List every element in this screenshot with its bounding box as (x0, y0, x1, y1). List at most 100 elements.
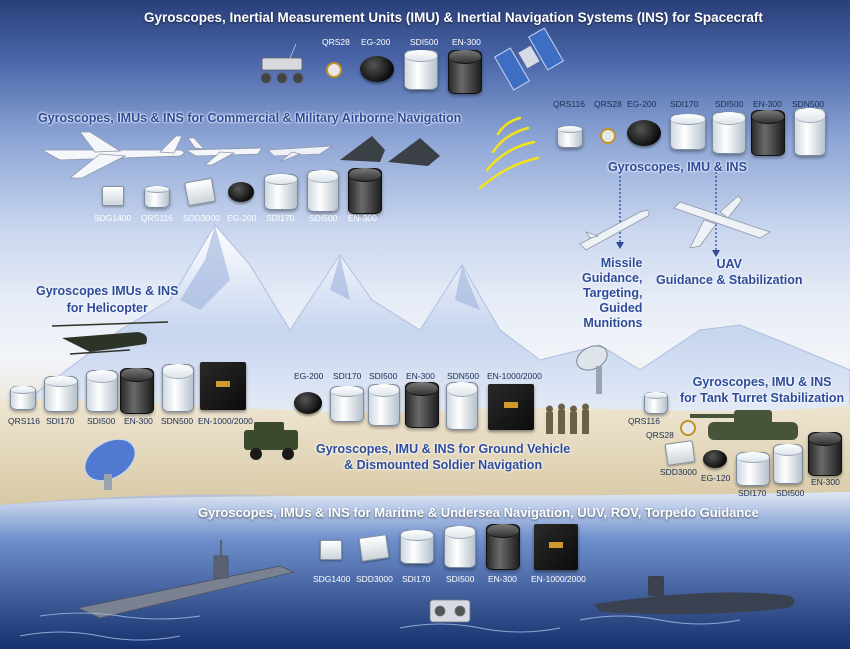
sdi170-sensor (44, 376, 78, 412)
title-gyros-right: Gyroscopes, IMU & INS (608, 160, 747, 174)
business-jet-icon (184, 137, 263, 166)
eg120-sensor (703, 450, 727, 468)
label-ground-3: EN-300 (406, 371, 435, 381)
sdn500-sensor (794, 108, 826, 156)
en300-sensor (448, 50, 482, 94)
ground-line-1: Gyroscopes, IMU & INS for Ground Vehicle (316, 442, 571, 456)
label-tank-0: QRS116 (628, 416, 660, 426)
label-sea-4: EN-300 (488, 574, 517, 584)
uav-icon (673, 195, 771, 249)
title-helicopter: Gyroscopes IMUs & INS for Helicopter (36, 283, 178, 317)
helicopter-line-1: Gyroscopes IMUs & INS (36, 284, 179, 298)
qrs28-sensor (326, 62, 342, 78)
label-air-1: QRS116 (141, 213, 173, 223)
label-air-4: SDI170 (266, 213, 295, 223)
en300-sensor (486, 524, 520, 570)
label-heli-4: SDN500 (161, 416, 194, 426)
label-heli-2: SDI500 (87, 416, 116, 426)
tank-line-2: for Tank Turret Stabilization (680, 391, 845, 405)
title-maritime: Gyroscopes, IMUs & INS for Maritme & Und… (198, 505, 759, 520)
aircraft-carrier-icon (76, 540, 296, 619)
soldiers-icon (546, 403, 589, 434)
qrs116-sensor (644, 392, 668, 414)
label-ground-0: EG-200 (294, 371, 324, 381)
en1000-unit (534, 524, 578, 570)
sdi500-sensor (712, 112, 746, 154)
uav-line-2: Guidance & Stabilization (656, 273, 803, 287)
sdi500-sensor (307, 170, 339, 212)
label-sat-1: QRS28 (594, 99, 622, 109)
label-heli-1: SDI170 (46, 416, 75, 426)
label-air-3: EG-200 (227, 213, 257, 223)
label-tank-5: SDI500 (776, 488, 805, 498)
fighter-jet-icon (267, 145, 334, 163)
label-tank-4: SDI170 (738, 488, 767, 498)
water-waves (19, 612, 741, 641)
ground-terrain (0, 399, 850, 505)
sdi170-sensor (400, 530, 434, 564)
title-uav: UAV Guidance & Stabilization (656, 256, 803, 288)
satellite-icon (494, 27, 564, 91)
en1000-unit (488, 384, 534, 430)
qrs116-sensor (557, 126, 583, 148)
sdg1400-sensor (320, 540, 342, 560)
eg200-sensor (360, 56, 394, 82)
label-space-0: QRS28 (322, 37, 350, 47)
guidance-arrows (619, 172, 717, 250)
label-sat-6: SDN500 (792, 99, 825, 109)
label-sea-1: SDD3000 (356, 574, 393, 584)
sdi170-sensor (264, 174, 298, 210)
label-sea-0: SDG1400 (313, 574, 351, 584)
label-tank-3: EG-120 (701, 473, 731, 483)
label-sat-5: EN-300 (753, 99, 782, 109)
eg200-sensor (228, 182, 254, 202)
label-air-0: SDG1400 (94, 213, 132, 223)
qrs116-sensor (10, 386, 36, 410)
submarine-icon (594, 576, 795, 615)
label-air-2: SDD3000 (183, 213, 220, 223)
title-missile: Missile Guidance, Targeting, Guided Muni… (582, 256, 642, 331)
en300-sensor (120, 368, 154, 414)
label-ground-5: EN-1000/2000 (487, 371, 542, 381)
label-tank-2: SDD3000 (660, 467, 697, 477)
sdn500-sensor (446, 382, 478, 430)
humvee-icon (244, 422, 298, 460)
label-sat-3: SDI170 (670, 99, 699, 109)
en1000-unit (200, 362, 246, 410)
label-sea-5: EN-1000/2000 (531, 574, 586, 584)
label-ground-1: SDI170 (333, 371, 362, 381)
title-tank: Gyroscopes, IMU & INS for Tank Turret St… (680, 374, 844, 406)
sdg1400-sensor (102, 186, 124, 206)
sdd3000-sensor (358, 534, 390, 562)
rover-icon (260, 43, 304, 84)
title-airborne: Gyroscopes, IMUs & INS for Commercial & … (38, 111, 462, 125)
label-tank-1: QRS28 (646, 430, 674, 440)
radar-dish-icon (576, 345, 608, 394)
label-sat-4: SDI500 (715, 99, 744, 109)
label-air-6: EN-300 (348, 213, 377, 223)
en300-sensor (808, 432, 842, 476)
sdi500-sensor (368, 384, 400, 426)
sdi500-sensor (86, 370, 118, 412)
tank-icon (690, 410, 798, 440)
en300-sensor (348, 168, 382, 214)
sdi500-sensor (444, 526, 476, 568)
label-heli-5: EN-1000/2000 (198, 416, 253, 426)
missile-line-1: Missile (600, 256, 643, 270)
qrs28-sensor (600, 128, 616, 144)
label-space-1: EG-200 (361, 37, 391, 47)
solar-collector-icon (84, 438, 136, 490)
sdi500-sensor (773, 444, 803, 484)
missile-line-2: Guidance, (582, 271, 643, 285)
sdn500-sensor (162, 364, 194, 412)
label-sat-0: QRS116 (553, 99, 585, 109)
label-sea-3: SDI500 (446, 574, 475, 584)
uav-line-1: UAV (716, 257, 742, 271)
rov-icon (429, 599, 471, 623)
ground-line-2: & Dismounted Soldier Navigation (344, 458, 543, 472)
sdi500-sensor (404, 50, 438, 90)
sdi170-sensor (330, 386, 364, 422)
helicopter-icon (51, 321, 169, 355)
missile-line-3: Targeting, (582, 286, 643, 300)
